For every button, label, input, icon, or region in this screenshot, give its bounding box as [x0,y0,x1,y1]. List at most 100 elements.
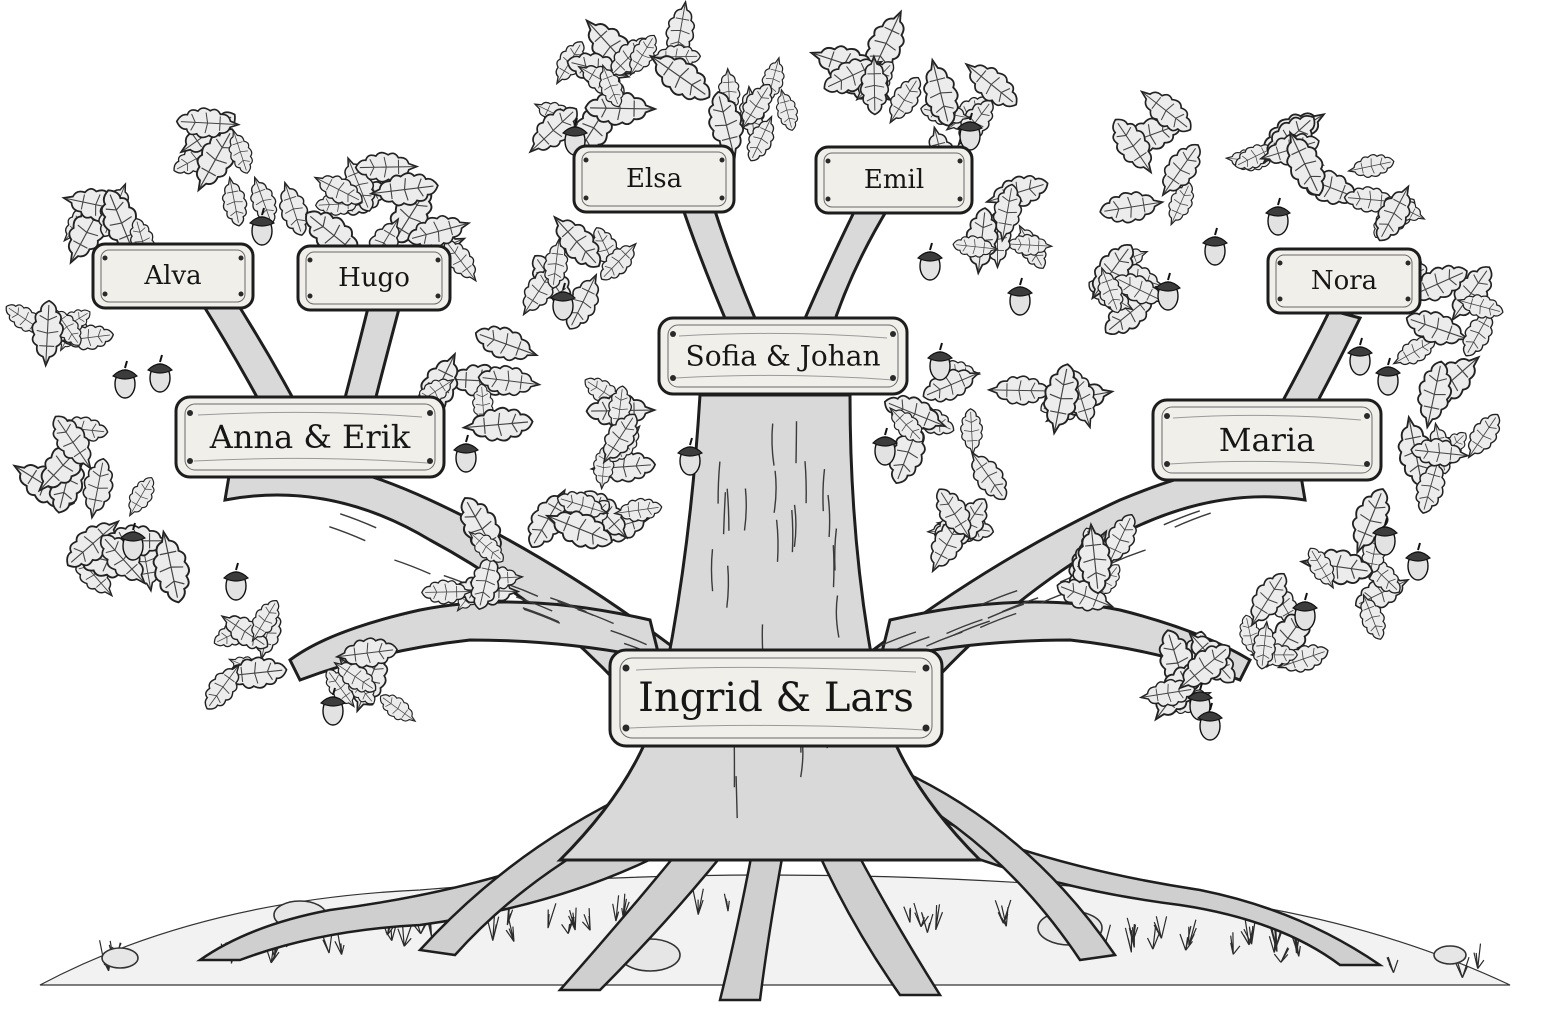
oak-leaf-icon [354,151,420,183]
oak-leaf-icon [1392,336,1436,366]
plaque-ingrid-lars: Ingrid & Lars [608,648,944,748]
oak-leaf-icon [443,240,477,283]
acorn-icon [1291,592,1319,631]
oak-leaf-icon [250,175,278,225]
plaque-sofia-johan: Sofia & Johan [657,316,909,396]
oak-leaf-icon [1417,360,1452,430]
plaque-anna-erik: Anna & Erik [174,395,446,479]
acorn-icon [1404,542,1432,581]
oak-leaf-icon [1359,593,1386,640]
oak-leaf-icon [1112,118,1153,175]
oak-leaf-icon [334,637,398,669]
oak-leaf-icon [888,406,924,443]
oak-leaf-icon [775,88,799,131]
plaque-hugo: Hugo [296,244,452,312]
acorn-icon [1154,272,1182,311]
acorn-icon [916,242,944,281]
plaque-alva: Alva [91,242,255,310]
oak-leaf-icon [333,661,377,693]
oak-leaf-icon [474,325,539,362]
acorn-icon [111,360,139,399]
plaque-nora: Nora [1266,247,1422,315]
oak-leaf-icon [1250,572,1288,628]
oak-leaf-icon [128,477,155,518]
acorns [111,112,1432,741]
oak-leaf-icon [1351,488,1391,555]
acorn-icon [1186,682,1214,721]
oak-leaf-icon [175,107,241,139]
name-label: Anna & Erik [209,418,411,456]
oak-leaf-icon [1252,619,1277,670]
oak-leaf-icon [1077,521,1113,595]
acorn-icon [1346,337,1374,376]
oak-leaf-icon [1007,233,1054,256]
oak-leaf-icon [1177,643,1231,690]
acorn-icon [549,282,577,321]
oak-leaf-icon [379,694,417,723]
acorn-icon [119,522,147,561]
plaque-emil: Emil [814,145,974,215]
oak-leaf-icon [952,235,999,258]
oak-leaf-icon [1286,130,1326,196]
oak-leaf-icon [992,183,1023,243]
oak-leaf-icon [1056,578,1115,612]
oak-leaf-icon [204,663,241,710]
oak-leaf-icon [746,115,775,162]
oak-leaf-icon [665,0,696,60]
oak-leaf-icon [468,530,504,563]
oak-leaf-icon [221,175,248,227]
oak-leaf-icon [1099,191,1165,224]
oak-leaf-icon [612,497,663,523]
oak-leaf-icon [602,413,638,465]
acorn-icon [926,342,954,381]
oak-leaf-icon [152,529,190,604]
oak-leaf-icon [368,172,439,207]
oak-leaf-icon [228,128,253,174]
oak-leaf-icon [31,299,64,368]
acorn-icon [319,687,347,726]
acorn-icon [1374,357,1402,396]
oak-leaf-icon [1346,154,1395,178]
oak-leaf-icon [82,457,114,520]
oak-leaf-icon [935,488,972,541]
oak-leaf-icon [1043,363,1080,436]
oak-leaf-icon [1374,184,1411,242]
oak-leaf-icon [923,57,959,127]
acorn-icon [1371,517,1399,556]
oak-leaf-icon [859,54,890,116]
name-label: Alva [143,261,201,291]
acorn-icon [452,434,480,473]
acorn-icon [1006,277,1034,316]
oak-leaf-icon [964,62,1018,108]
oak-leaf-icon [1139,90,1192,133]
name-label: Elsa [626,164,682,194]
oak-leaf-icon [600,242,638,281]
oak-leaf-icon [1276,644,1329,673]
oak-leaf-icon [986,375,1050,406]
oak-leaf-icon [1161,143,1201,197]
plaque-maria: Maria [1151,398,1383,482]
acorn-icon [1201,227,1229,266]
acorn-icon [248,207,276,246]
plaque-elsa: Elsa [572,144,736,214]
acorn-icon [676,437,704,476]
acorn-icon [956,112,984,151]
oak-leaf-icon [629,34,658,77]
oak-leaf-icon [544,510,613,550]
oak-leaf-icon [598,63,624,108]
name-label: Nora [1311,266,1377,296]
oak-leaf-icon [1467,413,1501,460]
acorn-icon [146,354,174,393]
oak-leaf-icon [889,76,922,125]
acorn-icon [222,562,250,601]
name-label: Hugo [338,263,410,293]
name-label: Sofia & Johan [686,340,881,373]
oak-leaf-icon [1307,547,1335,590]
oak-leaf-icon [552,215,602,268]
oak-leaf-icon [477,365,542,397]
oak-leaf-icon [970,450,1008,501]
oak-leaf-icon [1455,294,1504,319]
oak-leaf-icon [1410,437,1470,467]
oak-leaf-icon [527,488,567,548]
